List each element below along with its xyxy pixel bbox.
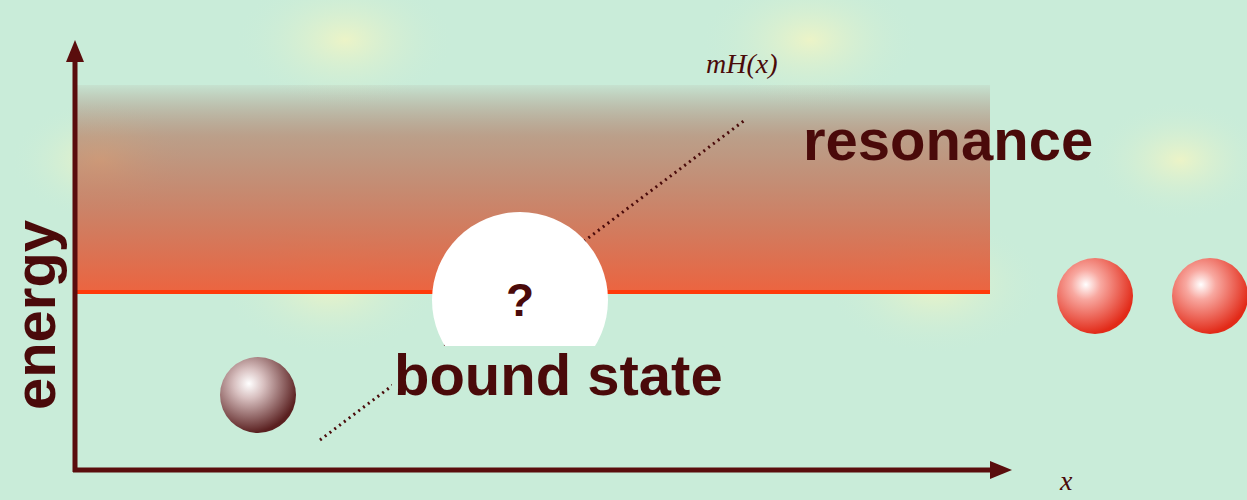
axis-title: x [1060,467,1072,495]
axis-title: energy [6,220,64,410]
curve-label: mH(x) [706,50,778,78]
free-particle [1172,258,1247,334]
free-particle [1057,258,1133,334]
axes [66,40,1012,479]
dotted-trajectory [320,120,745,440]
background-glow [10,0,1247,355]
bound-particle [220,357,296,433]
region-label: bound state [392,346,725,404]
node-text: ? [506,277,534,323]
region-label: resonance [803,111,1093,169]
